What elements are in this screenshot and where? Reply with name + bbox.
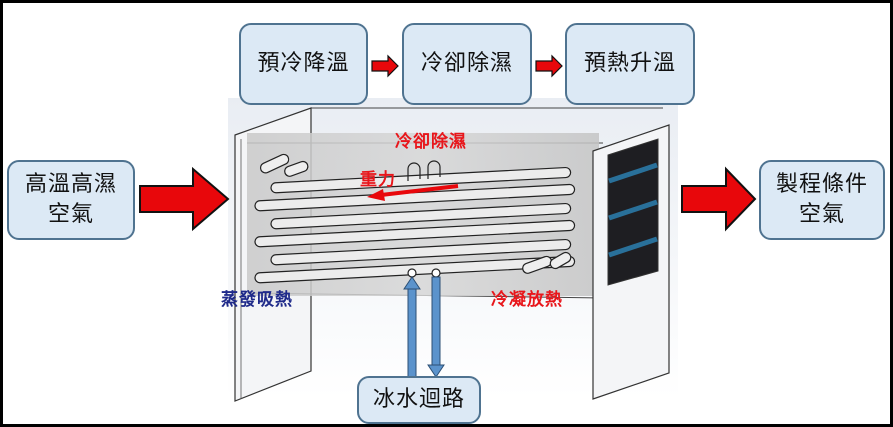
dehumidifier-illustration	[139, 54, 757, 402]
inlet-arrow	[139, 166, 230, 232]
outlet-arrow	[681, 166, 757, 232]
step-box-precool: 預冷降溫	[239, 23, 368, 105]
inlet-air-box: 高溫高濕 空氣	[7, 160, 135, 240]
annotation-evaporate: 蒸發吸熱	[221, 290, 293, 310]
annotation-cooling-dehumidify: 冷卻除濕	[395, 132, 467, 152]
annotation-gravity: 重力	[360, 170, 396, 190]
inlet-line1: 高溫高濕	[24, 172, 117, 197]
outlet-line2: 空氣	[798, 202, 845, 227]
gravity-arrow	[367, 184, 459, 201]
step-label: 預熱升溫	[583, 51, 676, 76]
step-box-preheat: 預熱升溫	[565, 23, 695, 105]
step-arrow-2	[535, 54, 563, 78]
step-box-dehumidify: 冷卻除濕	[402, 23, 532, 105]
step-arrow-1	[371, 54, 399, 78]
chilled-water-box: 冰水迴路	[357, 376, 481, 424]
chilled-water-arrows	[403, 268, 445, 378]
outlet-air-box: 製程條件 空氣	[759, 160, 885, 240]
step-label: 冷卻除濕	[420, 51, 513, 76]
inlet-line2: 空氣	[47, 202, 94, 227]
chilled-water-label: 冰水迴路	[372, 387, 465, 412]
step-label: 預冷降溫	[257, 51, 350, 76]
annotation-condense: 冷凝放熱	[491, 290, 563, 310]
pipe-fittings	[259, 153, 572, 274]
coil-tubes	[254, 166, 576, 284]
outlet-line1: 製程條件	[775, 172, 868, 197]
